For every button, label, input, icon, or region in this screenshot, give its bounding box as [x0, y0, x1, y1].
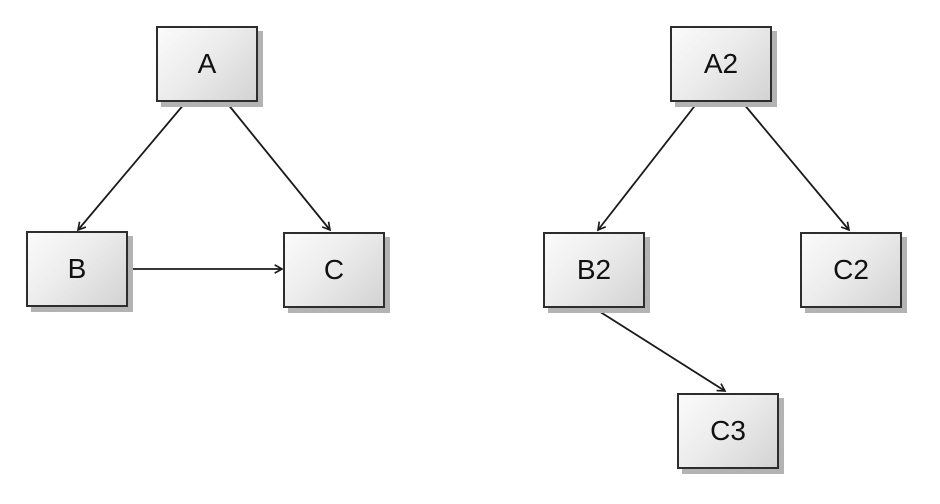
node-C3[interactable]: C3 [677, 393, 779, 469]
edge-A2-B2[interactable] [596, 102, 698, 232]
edge-B2-C3[interactable] [593, 307, 727, 392]
node-C2[interactable]: C2 [800, 232, 902, 308]
node-B2[interactable]: B2 [543, 232, 645, 308]
node-C[interactable]: C [283, 232, 385, 308]
edge-A-B[interactable] [76, 102, 186, 232]
edge-A-C[interactable] [226, 102, 332, 232]
node-label: B2 [576, 254, 612, 285]
node-A2[interactable]: A2 [670, 26, 772, 102]
node-label: C [323, 254, 345, 285]
node-A[interactable]: A [156, 26, 258, 102]
node-label: B [67, 253, 87, 284]
edge-A2-C2[interactable] [742, 102, 851, 232]
node-label: C3 [710, 415, 746, 446]
node-label: A [197, 48, 217, 79]
node-label: C2 [833, 254, 869, 285]
node-label: A2 [703, 48, 739, 79]
node-B[interactable]: B [26, 231, 128, 307]
